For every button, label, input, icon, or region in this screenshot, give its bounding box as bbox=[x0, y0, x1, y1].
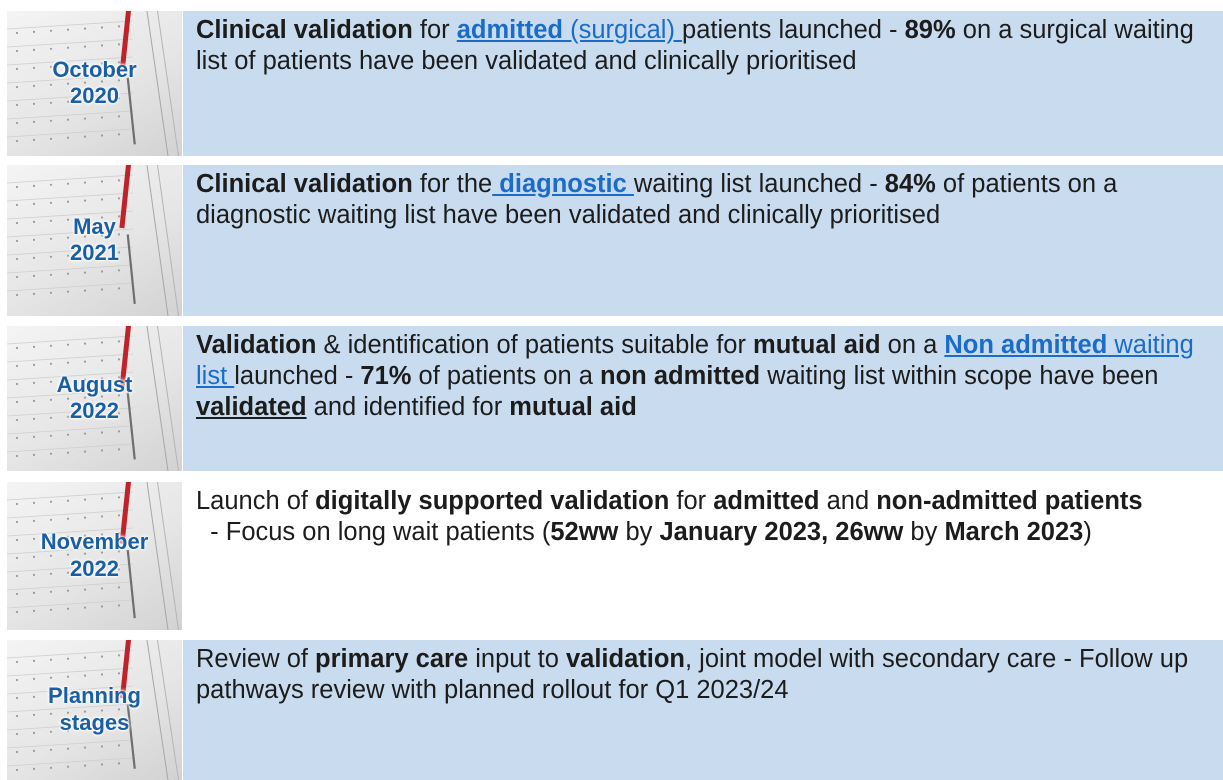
calendar-thumbnail: October 2020 bbox=[7, 11, 182, 156]
calendar-thumbnail: May 2021 bbox=[7, 165, 182, 316]
calendar-pencil-icon bbox=[7, 11, 179, 156]
calendar-pencil-icon bbox=[7, 165, 179, 316]
calendar-thumbnail: Planning stages bbox=[7, 640, 182, 780]
timeline-row-may-2021: May 2021 Clinical validation for the dia… bbox=[0, 165, 1223, 316]
timeline-row-august-2022: August 2022 Validation & identification … bbox=[0, 326, 1223, 471]
calendar-pencil-icon bbox=[7, 482, 179, 630]
milestone-description: Launch of digitally supported validation… bbox=[183, 482, 1223, 630]
validated-link[interactable]: validated bbox=[196, 393, 307, 421]
date-label: October 2020 bbox=[52, 56, 137, 109]
calendar-pencil-icon bbox=[7, 640, 179, 780]
non-admitted-link[interactable]: Non admitted waiting list bbox=[196, 331, 1194, 390]
milestone-description: Clinical validation for the diagnostic w… bbox=[183, 165, 1223, 316]
milestone-description: Review of primary care input to validati… bbox=[183, 640, 1223, 780]
diagnostic-link[interactable]: diagnostic bbox=[492, 170, 634, 198]
date-label: Planning stages bbox=[48, 683, 141, 735]
calendar-thumbnail: August 2022 bbox=[7, 326, 182, 471]
date-label: August 2022 bbox=[56, 371, 133, 424]
timeline-row-october-2020: October 2020 Clinical validation for adm… bbox=[0, 11, 1223, 156]
date-label: November 2022 bbox=[40, 529, 149, 581]
calendar-pencil-icon bbox=[7, 326, 179, 471]
date-label: May 2021 bbox=[70, 213, 119, 266]
timeline-row-planning-stages: Planning stages Review of primary care i… bbox=[0, 640, 1223, 780]
admitted-link[interactable]: admitted (surgical) bbox=[456, 16, 683, 44]
calendar-thumbnail: November 2022 bbox=[7, 482, 182, 630]
timeline-row-november-2022: November 2022 Launch of digitally suppor… bbox=[0, 482, 1223, 630]
milestone-description: Clinical validation for admitted (surgic… bbox=[183, 11, 1223, 156]
milestone-description: Validation & identification of patients … bbox=[183, 326, 1223, 471]
